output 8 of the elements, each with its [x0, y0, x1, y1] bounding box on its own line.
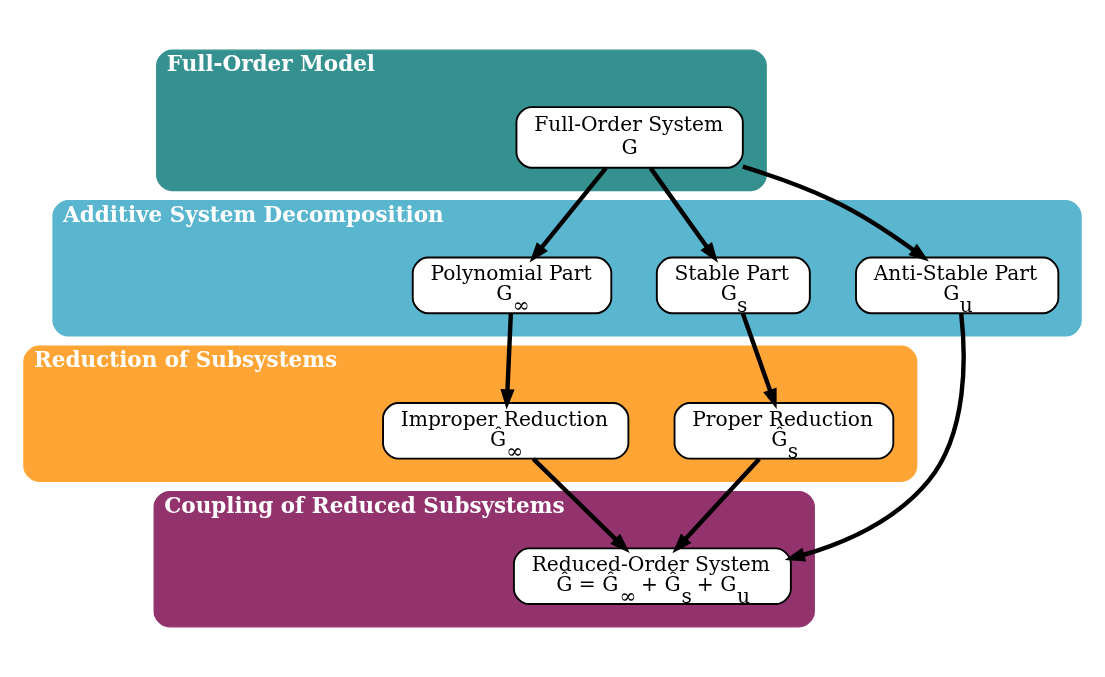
arrow — [529, 166, 608, 263]
node-box: Full-Order System G — [515, 106, 744, 169]
arrow — [500, 313, 515, 410]
arrow — [742, 164, 929, 262]
arrow — [531, 457, 630, 553]
arrow — [672, 457, 761, 554]
arrow — [784, 313, 966, 562]
arrow — [648, 166, 719, 263]
